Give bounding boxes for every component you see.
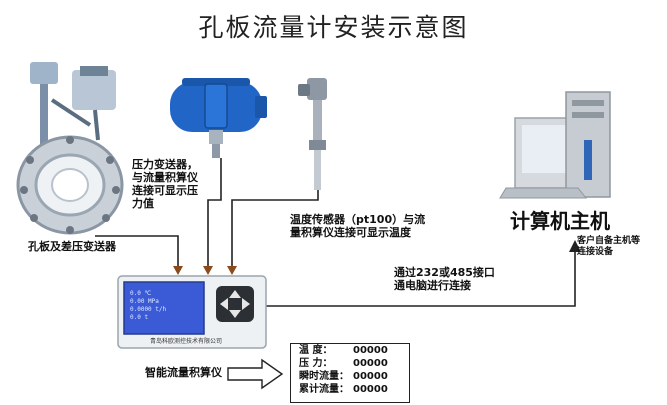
customer-label: 客户自备主机等 连接设备 (577, 236, 640, 258)
computer-image (499, 91, 611, 199)
customer-label-line: 客户自备主机等 (577, 236, 641, 246)
pressure-label-line: 压力变送器， (132, 158, 198, 171)
temperature-label-line: 量积算仪连接可显示温度 (290, 226, 411, 239)
pointer-arrow-icon (227, 358, 284, 390)
readout-label: 累计流量： (299, 384, 349, 395)
readout-row-instant-flow: 瞬时流量： 00000 (291, 370, 409, 383)
serial-label-line: 通电脑进行连接 (394, 279, 471, 292)
pressure-transmitter-image (170, 78, 267, 158)
readout-label: 瞬时流量： (299, 371, 349, 382)
readout-row-total-flow: 累计流量： 00000 (291, 383, 409, 396)
nav-pad (216, 286, 254, 322)
readout-value: 00000 (353, 345, 388, 356)
arrow-orifice (173, 266, 183, 275)
computer-label: 计算机主机 (510, 209, 610, 233)
orifice-flowmeter-image (16, 62, 124, 235)
lcd-readout: 0.0 ℃ 0.00 MPa 0.0000 t/h 0.0 t (130, 290, 202, 322)
readout-value: 00000 (353, 384, 388, 395)
signal-lines (95, 158, 576, 307)
pressure-label-line: 与流量积算仪 (132, 171, 198, 184)
arrow-pressure (203, 266, 213, 275)
pressure-label-line: 力值 (132, 197, 154, 210)
lcd-line: 0.0 t (130, 314, 149, 321)
arrow-computer (569, 240, 581, 252)
display-readout-panel: 温 度： 00000 压 力： 00000 瞬时流量： 00000 累计流量： … (290, 343, 410, 403)
lcd-line: 0.0000 t/h (130, 306, 167, 313)
readout-label: 温 度： (299, 345, 333, 356)
readout-value: 00000 (353, 358, 388, 369)
temperature-sensor-image (298, 78, 327, 190)
temperature-label: 温度传感器（pt100）与流 量积算仪连接可显示温度 (290, 213, 425, 239)
temperature-label-line: 温度传感器（pt100）与流 (290, 213, 426, 226)
readout-value: 00000 (353, 371, 388, 382)
lcd-line: 0.00 MPa (130, 298, 159, 305)
page-title: 孔板流量计安装示意图 (198, 13, 469, 42)
lcd-screen (123, 281, 205, 335)
pressure-label: 压力变送器， 与流量积算仪 连接可显示压 力值 (132, 158, 198, 210)
serial-label: 通过232或485接口 通电脑进行连接 (394, 266, 495, 292)
serial-label-line: 通过232或485接口 (394, 266, 495, 279)
arrowheads (173, 240, 581, 275)
readout-label: 压 力： (299, 358, 333, 369)
readout-row-pressure: 压 力： 00000 (291, 357, 409, 370)
readout-row-temperature: 温 度： 00000 (291, 344, 409, 357)
flow-totalizer-device (117, 275, 267, 349)
lcd-line: 0.0 ℃ (130, 290, 152, 297)
device-brand: 青岛科欧测控技术有限公司 (150, 338, 223, 345)
totalizer-label: 智能流量积算仪 (145, 366, 222, 379)
orifice-label: 孔板及差压变送器 (28, 240, 116, 253)
pressure-label-line: 连接可显示压 (132, 184, 198, 197)
customer-label-line: 连接设备 (577, 247, 614, 257)
arrow-temperature (227, 266, 237, 275)
